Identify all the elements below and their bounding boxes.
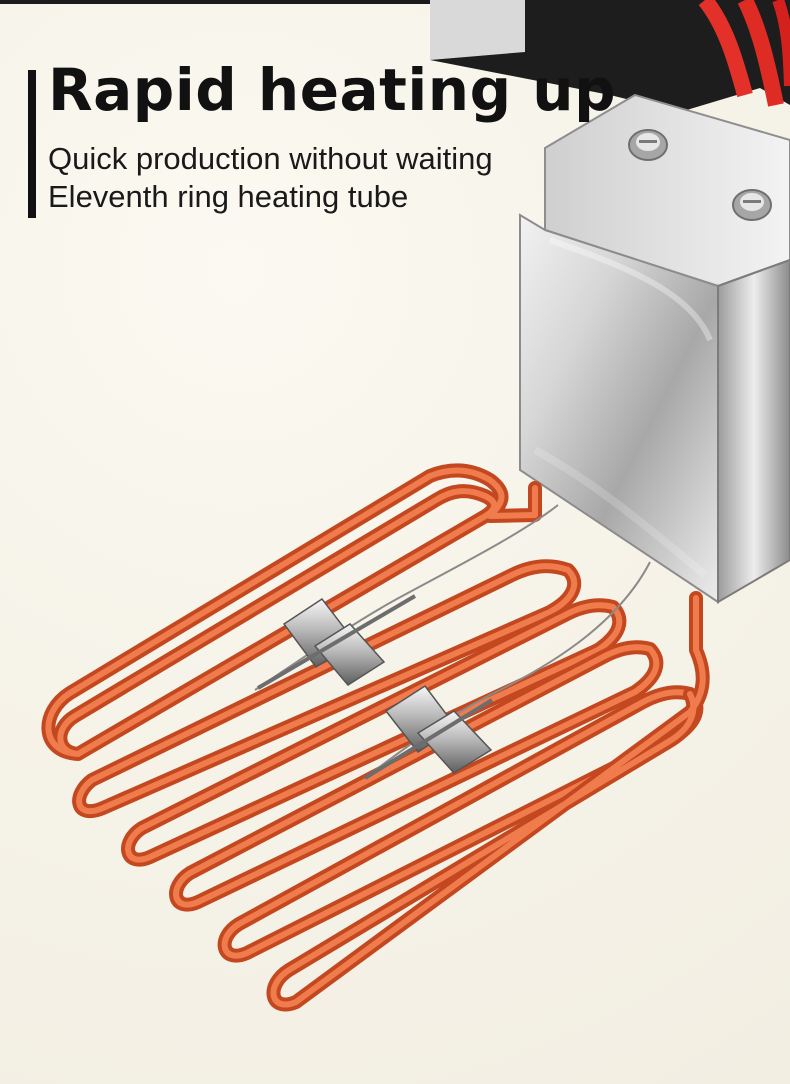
sensor-wire <box>254 504 651 779</box>
subtitle-line-2: Eleventh ring heating tube <box>48 179 409 214</box>
top-edge-shadow <box>0 0 790 4</box>
page-title: Rapid heating up <box>48 56 617 124</box>
subtitle-line-1: Quick production without waiting <box>48 141 493 176</box>
headline-accent-bar <box>28 70 36 218</box>
tube-clip-upper <box>256 594 417 690</box>
screw-left <box>628 129 668 161</box>
copper-heating-tube <box>41 463 710 1012</box>
screw-right <box>732 189 772 221</box>
tube-clip-lower <box>363 684 494 780</box>
steel-bracket <box>519 93 790 604</box>
heater-housing <box>430 0 790 112</box>
